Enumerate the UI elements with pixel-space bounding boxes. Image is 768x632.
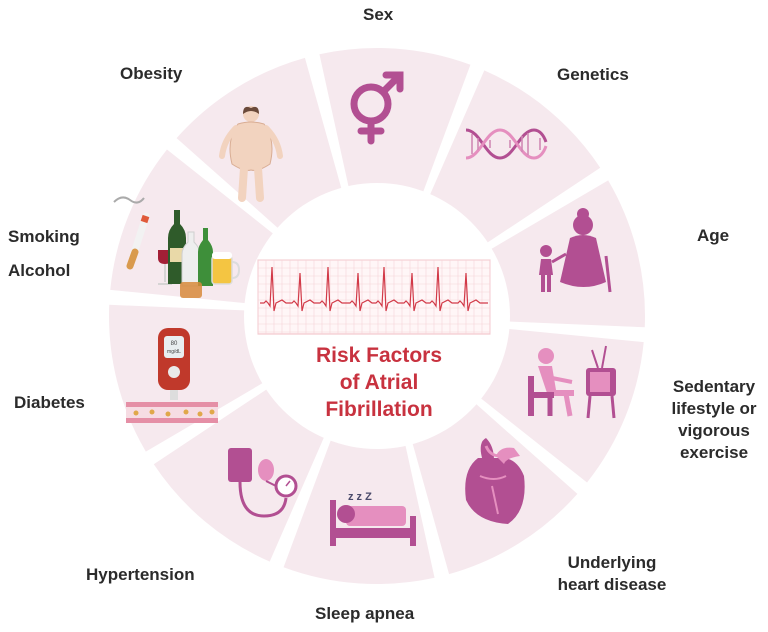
sex-symbol-icon xyxy=(350,71,404,145)
dna-icon xyxy=(465,128,548,160)
label-sedentary: Sedentary lifestyle or vigorous exercise xyxy=(664,376,764,464)
ecg-strip-icon xyxy=(257,259,491,335)
label-sedentary-line-1: Sedentary xyxy=(672,377,756,396)
svg-text:z z Z: z z Z xyxy=(348,491,372,503)
label-hypertension: Hypertension xyxy=(86,565,195,584)
glucometer-unit: mg/dL xyxy=(167,349,181,355)
glucometer-icon: 80 mg/dL xyxy=(126,328,218,423)
cigarette-alcohol-icon xyxy=(113,196,241,298)
label-sleep-apnea: Sleep apnea xyxy=(315,604,415,623)
label-sedentary-line-2: lifestyle or xyxy=(671,399,757,418)
segment-genetics xyxy=(429,70,601,245)
label-genetics: Genetics xyxy=(557,65,629,84)
obesity-figure-icon xyxy=(219,106,283,202)
label-diabetes: Diabetes xyxy=(14,393,85,412)
segment-sex xyxy=(319,48,471,195)
label-heart-disease: Underlying heart disease xyxy=(550,552,674,596)
label-age: Age xyxy=(697,226,730,245)
heart-icon xyxy=(465,438,525,524)
label-heart-disease-line-2: heart disease xyxy=(557,575,667,594)
glucometer-value: 80 xyxy=(171,341,178,347)
label-sedentary-line-3: vigorous xyxy=(678,421,750,440)
label-sex: Sex xyxy=(363,5,394,24)
tv-watching-icon xyxy=(528,345,616,419)
label-smoking: Smoking xyxy=(8,227,80,246)
center-title-line-2: of Atrial xyxy=(339,371,419,394)
label-obesity: Obesity xyxy=(120,64,183,83)
center-title-line-3: Fibrillation xyxy=(325,398,433,421)
label-heart-disease-line-1: Underlying xyxy=(567,553,657,572)
center-title: Risk Factors of Atrial Fibrillation xyxy=(284,342,474,423)
blood-pressure-icon xyxy=(228,448,298,518)
elderly-child-icon xyxy=(539,208,612,293)
label-alcohol: Alcohol xyxy=(8,261,71,280)
segment-smoking-alcohol xyxy=(110,149,276,304)
sleep-bed-icon: z z Z xyxy=(330,491,416,546)
center-title-line-1: Risk Factors xyxy=(315,344,443,367)
label-sedentary-line-4: exercise xyxy=(679,443,749,462)
